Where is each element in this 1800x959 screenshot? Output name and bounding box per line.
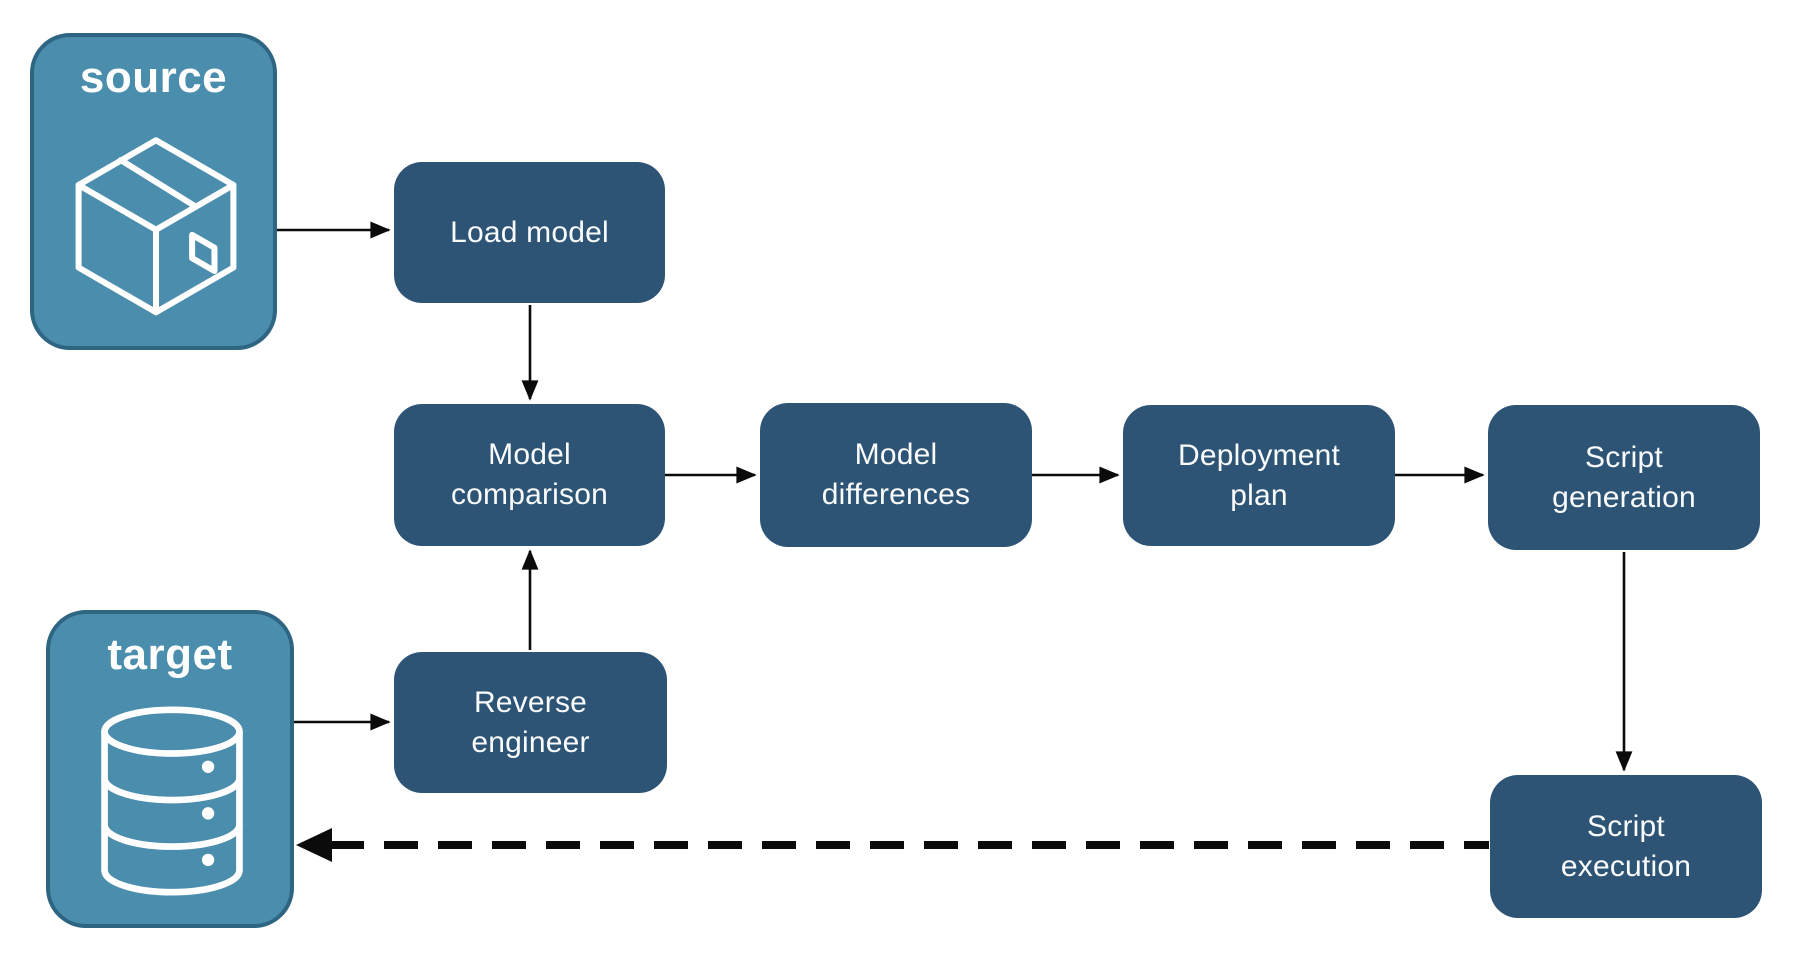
node-label: Deployment plan (1177, 438, 1341, 512)
node-model-differences: Model differences (760, 403, 1032, 547)
node-reverse-engineer: Reverse engineer (394, 652, 667, 793)
source-container: source (30, 33, 277, 350)
database-icon (101, 706, 243, 896)
node-model-comparison: Model comparison (394, 404, 665, 546)
node-label: Model comparison (450, 438, 609, 511)
source-label: source (79, 53, 228, 102)
node-label: Load model (450, 215, 609, 249)
target-label: target (107, 630, 233, 679)
node-label: Model differences (821, 438, 971, 511)
node-label: Reverse engineer (471, 685, 590, 759)
node-script-execution: Script execution (1490, 775, 1762, 918)
target-container: target (46, 610, 294, 928)
node-script-generation: Script generation (1488, 405, 1760, 550)
node-deployment-plan: Deployment plan (1123, 405, 1395, 546)
node-label: Script generation (1552, 440, 1696, 514)
package-icon (75, 137, 237, 316)
node-label: Script execution (1560, 809, 1692, 883)
node-load-model: Load model (394, 162, 665, 303)
dashed-arrowhead (296, 828, 332, 862)
edge-script-execution-to-target (296, 828, 1489, 862)
